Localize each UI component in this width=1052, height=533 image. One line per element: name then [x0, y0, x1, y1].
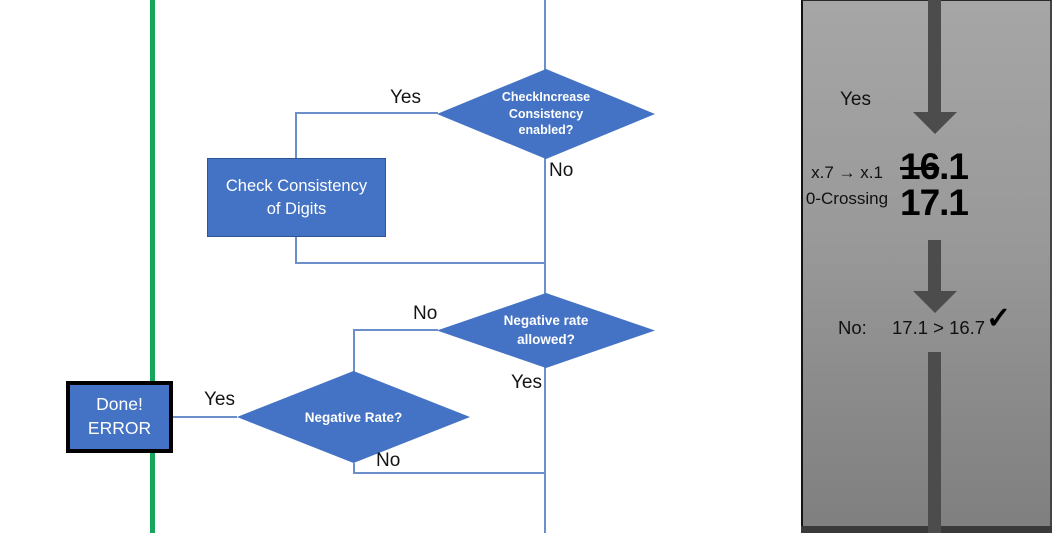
check-icon: ✓: [986, 302, 1012, 335]
label-no-top: No: [549, 160, 574, 181]
flow-line-process-out-horizontal: [295, 262, 546, 264]
flow-line-no3-horizontal: [353, 472, 546, 474]
panel-rule-line1: x.7 → x.1: [811, 163, 883, 182]
label-yes-negative-rate: Yes: [204, 389, 235, 410]
process-check-consistency-of-digits: Check Consistency of Digits: [207, 158, 386, 237]
down-arrow-3-shaft: [928, 352, 941, 533]
label-no-negative-rate: No: [376, 450, 401, 471]
panel-value-comparison: 16.1 17.1: [900, 146, 969, 223]
panel-yes-label: Yes: [840, 89, 871, 110]
terminal-done-error-box: Done! ERROR: [66, 381, 173, 453]
panel-old-value-struck: 16: [900, 146, 940, 187]
flow-line-yes-branch-horizontal: [295, 112, 438, 114]
flow-line-no3-vertical: [353, 463, 355, 474]
label-yes-negative-rate-allowed: Yes: [511, 372, 542, 393]
flow-line-yes-branch-vertical: [295, 112, 297, 159]
side-panel: [801, 0, 1052, 533]
down-arrow-2-shaft: [928, 240, 941, 292]
label-no-negative-rate-allowed: No: [413, 303, 438, 324]
panel-old-value: 16.1: [900, 146, 969, 187]
panel-new-value: 17.1: [900, 182, 969, 223]
flow-line-yes3-to-terminal: [172, 416, 237, 418]
side-panel-bottom-strip: [801, 526, 1052, 533]
panel-result-prefix: No:: [838, 317, 867, 338]
label-yes-top: Yes: [390, 87, 421, 108]
panel-old-value-rest: .1: [939, 146, 969, 187]
flow-line-yes2-main-down: [544, 366, 546, 533]
panel-rule-text: x.7 → x.1 0-Crossing: [802, 160, 892, 213]
flow-line-process-out-vertical: [295, 235, 297, 264]
panel-result-comparison: 17.1 > 16.7: [892, 317, 986, 338]
flow-line-top-entry: [544, 0, 546, 70]
flow-line-no-branch-main: [544, 158, 546, 294]
decision-negative-rate-allowed: Negative rate allowed?: [437, 293, 655, 368]
flow-line-no2-horizontal: [353, 329, 438, 331]
down-arrow-1-shaft: [928, 0, 941, 113]
flow-line-no2-vertical: [353, 329, 355, 372]
green-vertical-rule: [150, 0, 155, 533]
decision-check-increase-consistency: CheckIncrease Consistency enabled?: [437, 69, 655, 159]
decision-negative-rate: Negative Rate?: [237, 371, 470, 463]
panel-rule-line2: 0-Crossing: [805, 189, 889, 209]
